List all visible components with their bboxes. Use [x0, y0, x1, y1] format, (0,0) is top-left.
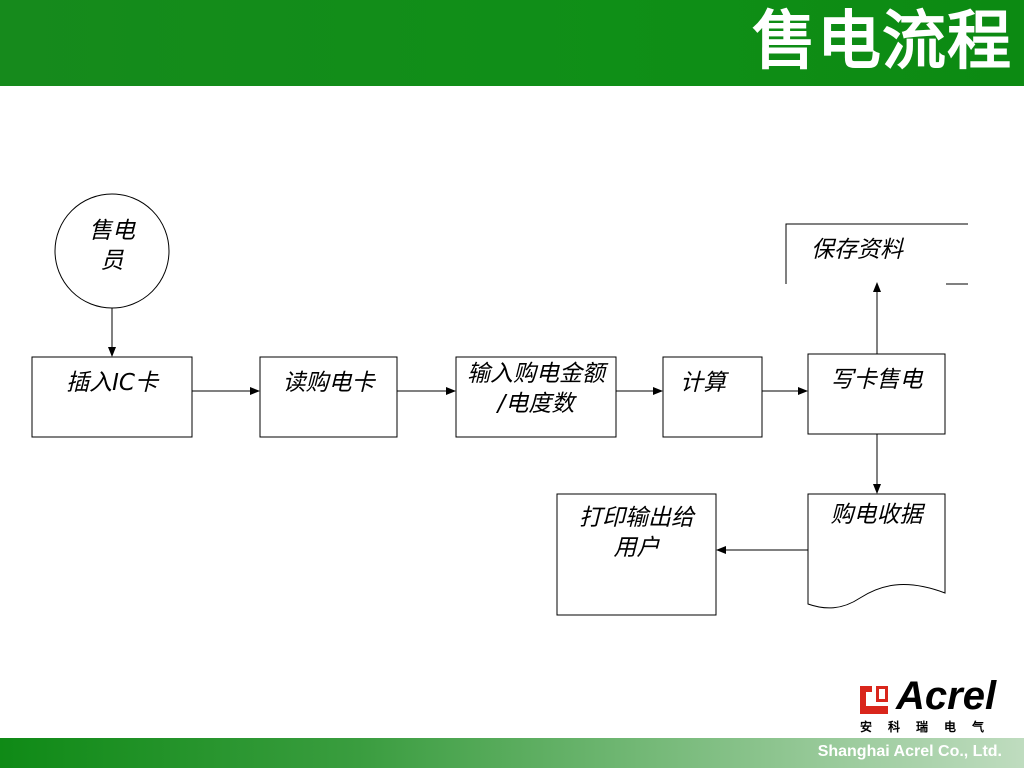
calculate-label: 计算 — [680, 370, 726, 396]
calculate-box — [662, 356, 763, 438]
receipt-document-shape — [807, 493, 946, 609]
read-card-box — [259, 356, 398, 438]
input-amount-box — [455, 356, 617, 438]
insert-card-box — [31, 356, 193, 438]
start-node-line1: 售电 — [89, 218, 135, 244]
page-title: 售电流程 — [752, 5, 1012, 79]
read-card-label: 读购电卡 — [282, 370, 375, 396]
print-box — [556, 493, 717, 616]
header-bar: 售电流程 — [0, 0, 1024, 86]
footer-bar: Shanghai Acrel Co., Ltd. — [0, 738, 1024, 768]
start-node-line2: 员 — [100, 248, 124, 274]
insert-card-label: 插入IC卡 — [66, 370, 158, 396]
print-line1: 打印输出给 — [579, 505, 694, 531]
logo-brand: Acrel — [896, 674, 997, 718]
logo-mark-icon — [860, 686, 888, 714]
start-node-label: 售电 员 — [72, 216, 152, 276]
print-line2: 用户 — [613, 535, 660, 561]
receipt-label: 购电收据 — [830, 502, 923, 528]
write-card-label: 写卡售电 — [830, 367, 923, 393]
input-amount-line2: /电度数 — [497, 391, 575, 417]
input-amount-label: 输入购电金额 /电度数 — [452, 359, 620, 419]
save-data-label: 保存资料 — [811, 237, 903, 263]
save-data-shape — [785, 223, 968, 285]
footer-company: Shanghai Acrel Co., Ltd. — [817, 743, 1002, 760]
flowchart — [31, 193, 968, 616]
acrel-logo: Acrel 安科瑞电气 — [858, 674, 1014, 736]
logo-subtitle: 安科瑞电气 — [860, 720, 1001, 734]
print-label: 打印输出给 用户 — [557, 503, 716, 563]
input-amount-line1: 输入购电金额 — [467, 361, 605, 387]
